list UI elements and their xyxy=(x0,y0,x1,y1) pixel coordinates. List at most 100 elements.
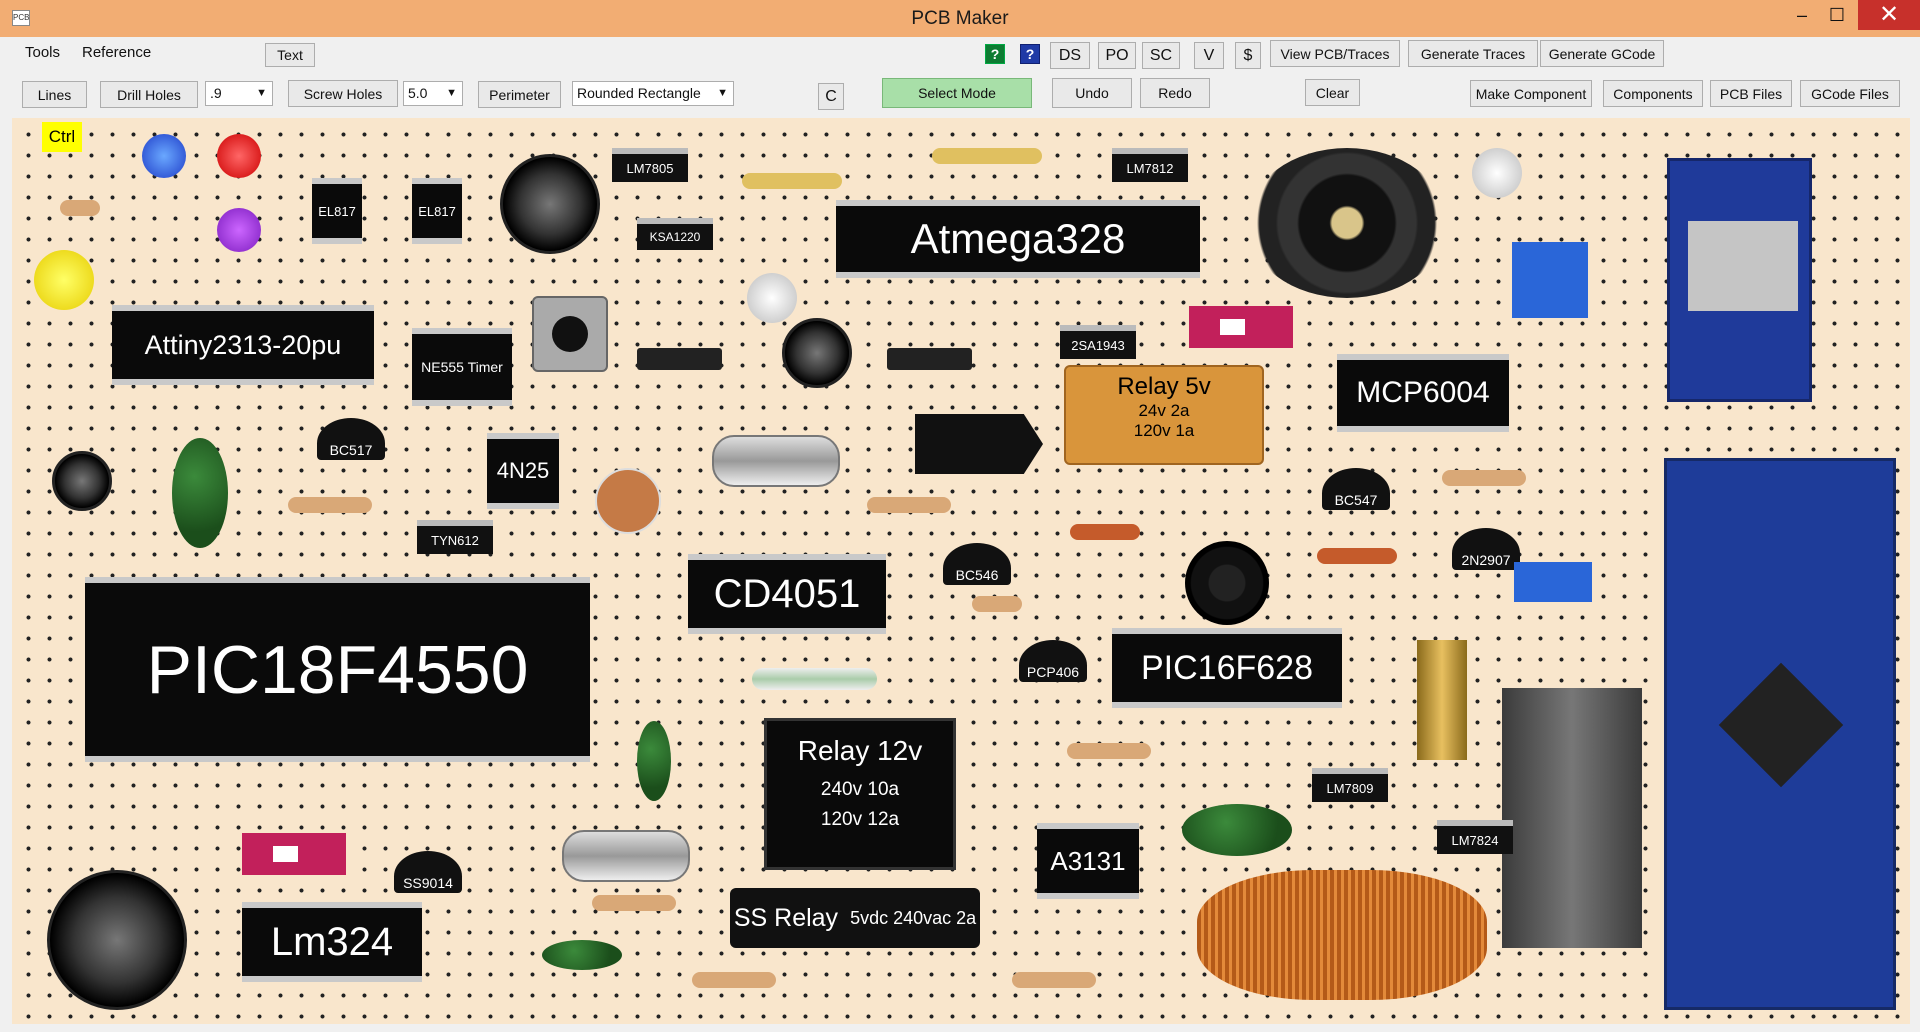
relay-12v[interactable]: Relay 12v 240v 10a 120v 12a xyxy=(764,718,956,870)
drill-size-select[interactable]: .9▼ xyxy=(205,81,273,106)
generate-traces-button[interactable]: Generate Traces xyxy=(1408,40,1538,67)
piezo-buzzer[interactable] xyxy=(1247,148,1447,298)
yellow-led[interactable] xyxy=(34,250,94,310)
v-button[interactable]: V xyxy=(1194,42,1224,69)
ds-button[interactable]: DS xyxy=(1050,42,1090,69)
clear-button[interactable]: Clear xyxy=(1305,79,1360,106)
ceramic-capacitor[interactable] xyxy=(892,148,1082,164)
transistor-bc517[interactable]: BC517 xyxy=(317,418,385,460)
perimeter-button[interactable]: Perimeter xyxy=(478,81,561,108)
blue-led[interactable] xyxy=(142,134,186,178)
maximize-button[interactable]: ☐ xyxy=(1828,5,1846,25)
ceramic-capacitor[interactable] xyxy=(637,721,671,801)
resistor[interactable] xyxy=(20,200,140,216)
resistor[interactable] xyxy=(972,972,1136,988)
transistor-2sa1943[interactable]: 2SA1943 xyxy=(1060,325,1136,359)
resistor[interactable] xyxy=(248,497,412,513)
electrolytic-capacitor[interactable] xyxy=(47,870,187,1010)
ic-lm324[interactable]: Lm324 xyxy=(242,902,422,982)
resistor[interactable] xyxy=(827,497,991,513)
push-button[interactable] xyxy=(532,296,608,372)
stm32-blue-pill[interactable] xyxy=(1664,458,1896,1010)
electrolytic-capacitor[interactable] xyxy=(782,318,852,388)
ic-attiny2313[interactable]: Attiny2313-20pu xyxy=(112,305,374,385)
minimize-button[interactable]: – xyxy=(1796,5,1807,25)
screw-size-select[interactable]: 5.0▼ xyxy=(403,81,463,106)
relay-5v[interactable]: Relay 5v 24v 2a 120v 1a xyxy=(1064,365,1264,465)
crystal-can[interactable] xyxy=(1417,640,1467,760)
red-led[interactable] xyxy=(217,134,261,178)
help-green-icon[interactable]: ? xyxy=(985,44,1005,64)
photoresistor[interactable] xyxy=(595,468,661,534)
help-blue-icon[interactable]: ? xyxy=(1020,44,1040,64)
ic-mcp6004[interactable]: MCP6004 xyxy=(1337,354,1509,432)
ceramic-capacitor[interactable] xyxy=(542,940,622,970)
ic-el817-b[interactable]: EL817 xyxy=(412,178,462,244)
ic-cd4051[interactable]: CD4051 xyxy=(688,554,886,634)
resistor[interactable] xyxy=(932,596,1062,612)
ceramic-capacitor[interactable] xyxy=(172,438,228,548)
diode[interactable] xyxy=(637,348,722,370)
ic-atmega328[interactable]: Atmega328 xyxy=(836,200,1200,278)
view-pcb-traces-button[interactable]: View PCB/Traces xyxy=(1270,40,1400,67)
text-button[interactable]: Text xyxy=(265,43,315,67)
zener-diode[interactable] xyxy=(1070,524,1140,540)
ceramic-capacitor[interactable] xyxy=(702,173,882,189)
transistor-2n2907[interactable]: 2N2907 xyxy=(1452,528,1520,570)
transistor-ksa1220[interactable]: KSA1220 xyxy=(637,218,713,250)
ceramic-capacitor[interactable] xyxy=(1182,804,1292,856)
esp8266-module[interactable] xyxy=(1667,158,1812,402)
components-button[interactable]: Components xyxy=(1603,80,1703,107)
ic-ne555[interactable]: NE555 Timer xyxy=(412,328,512,406)
zener-diode[interactable] xyxy=(1317,548,1397,564)
transistor-bc547[interactable]: BC547 xyxy=(1322,468,1390,510)
jumper-block[interactable] xyxy=(1514,562,1592,602)
ir-sensor[interactable] xyxy=(915,414,1043,474)
diode[interactable] xyxy=(887,348,972,370)
lines-button[interactable]: Lines xyxy=(22,81,87,108)
close-button[interactable]: ✕ xyxy=(1858,0,1920,30)
potentiometer[interactable] xyxy=(1502,688,1642,948)
electrolytic-capacitor[interactable] xyxy=(52,451,112,511)
resistor[interactable] xyxy=(1027,743,1191,759)
resistor[interactable] xyxy=(652,972,816,988)
dip-switch[interactable] xyxy=(1189,306,1293,348)
regulator-lm7809[interactable]: LM7809 xyxy=(1312,768,1388,802)
dollar-button[interactable]: $ xyxy=(1235,42,1261,69)
gcode-files-button[interactable]: GCode Files xyxy=(1800,80,1900,107)
c-button[interactable]: C xyxy=(818,83,844,110)
transistor-bc546[interactable]: BC546 xyxy=(943,543,1011,585)
menu-tools[interactable]: Tools xyxy=(25,44,61,61)
select-mode-button[interactable]: Select Mode xyxy=(882,78,1032,108)
resistor[interactable] xyxy=(1402,470,1566,486)
regulator-lm7812[interactable]: LM7812 xyxy=(1112,148,1188,182)
crystal-oscillator[interactable] xyxy=(712,435,840,487)
thyristor-tyn612[interactable]: TYN612 xyxy=(417,520,493,554)
transistor-ss9014[interactable]: SS9014 xyxy=(394,851,462,893)
redo-button[interactable]: Redo xyxy=(1140,78,1210,108)
dip-switch[interactable] xyxy=(242,833,346,875)
pcb-files-button[interactable]: PCB Files xyxy=(1710,80,1792,107)
ic-4n25[interactable]: 4N25 xyxy=(487,433,559,509)
screw-holes-button[interactable]: Screw Holes xyxy=(288,80,398,107)
solid-state-relay[interactable]: SS Relay 5vdc 240vac 2a xyxy=(730,888,980,948)
ic-pic16f628[interactable]: PIC16F628 xyxy=(1112,628,1342,708)
make-component-button[interactable]: Make Component xyxy=(1470,80,1592,107)
sc-button[interactable]: SC xyxy=(1142,42,1180,69)
generate-gcode-button[interactable]: Generate GCode xyxy=(1540,40,1664,67)
ic-a3131[interactable]: A3131 xyxy=(1037,823,1139,899)
transistor-pcp406[interactable]: PCP406 xyxy=(1019,640,1087,682)
ic-pic18f4550[interactable]: PIC18F4550 xyxy=(85,577,590,762)
menu-reference[interactable]: Reference xyxy=(82,44,152,61)
transistor-to18[interactable] xyxy=(1472,148,1522,198)
regulator-lm7805[interactable]: LM7805 xyxy=(612,148,688,182)
small-buzzer[interactable] xyxy=(1185,541,1269,625)
purple-led[interactable] xyxy=(217,208,261,252)
transistor-to18[interactable] xyxy=(747,273,797,323)
undo-button[interactable]: Undo xyxy=(1052,78,1132,108)
crystal-oscillator[interactable] xyxy=(562,830,690,882)
pcb-board[interactable]: Ctrl EL817 EL817 LM7805 KSA1220 LM7812 A… xyxy=(12,118,1910,1024)
drill-holes-button[interactable]: Drill Holes xyxy=(100,81,198,108)
trimmer-potentiometer[interactable] xyxy=(1512,242,1588,318)
electrolytic-capacitor[interactable] xyxy=(500,154,600,254)
